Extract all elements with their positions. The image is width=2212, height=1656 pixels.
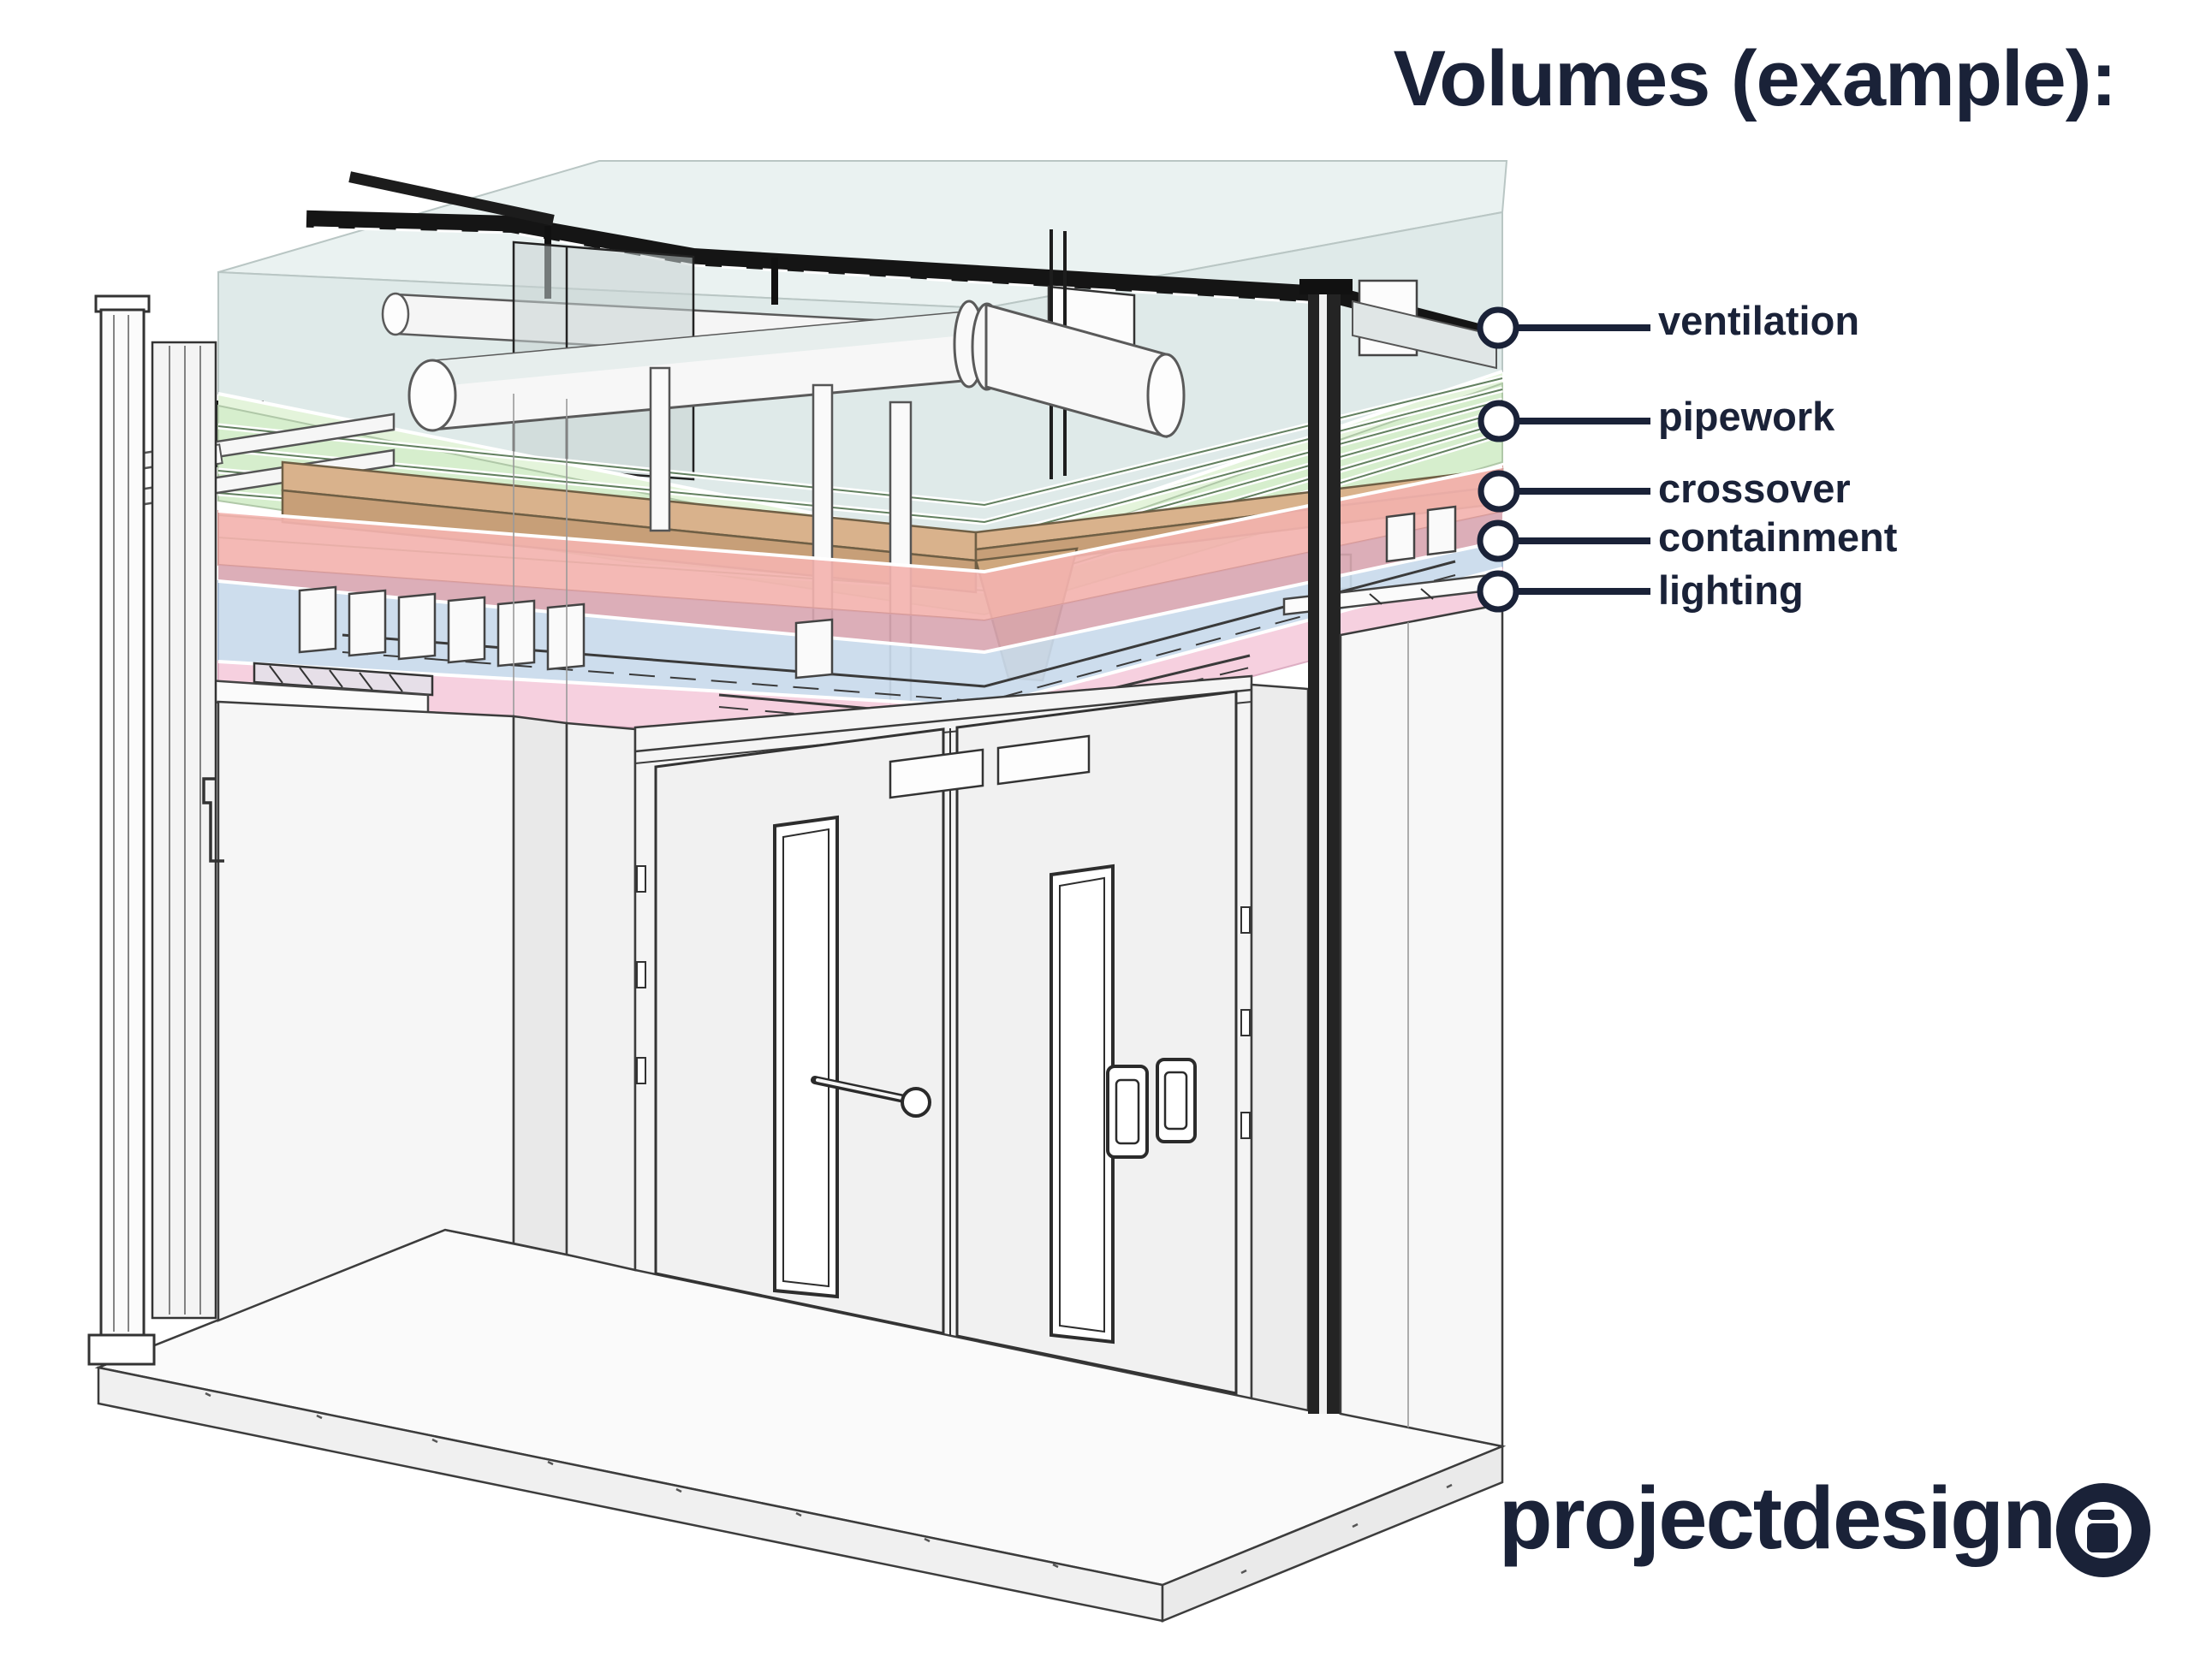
callout-markers xyxy=(1477,306,1650,613)
door-hinges xyxy=(636,865,1251,1139)
throughwall-lines xyxy=(513,394,568,723)
cable-trays xyxy=(298,505,1457,703)
door-sign-left xyxy=(889,748,984,799)
callout-circle-containment xyxy=(1477,519,1519,562)
callout-circle-crossover xyxy=(1478,470,1520,513)
door-sign-right xyxy=(996,734,1091,786)
right-door-jamb-wall xyxy=(1250,683,1310,1412)
left-wall-posts xyxy=(87,294,224,1366)
label-containment: containment xyxy=(1658,514,1898,560)
double-door-assembly xyxy=(633,674,1253,1400)
door-handle xyxy=(811,1076,931,1118)
door-push-plates xyxy=(1106,1058,1197,1159)
container-icon xyxy=(2056,1483,2150,1577)
right-wall-panel xyxy=(1339,602,1504,1448)
floor-slab xyxy=(94,1228,1507,1623)
label-ventilation: ventilation xyxy=(1658,298,1860,343)
logo-wordmark: projectdesign xyxy=(1498,1469,2056,1567)
post-latch-bracket xyxy=(202,777,224,863)
right-mullion xyxy=(1299,279,1353,1414)
door-jamb-pilaster xyxy=(565,721,637,1272)
label-crossover: crossover xyxy=(1658,466,1851,511)
callout-circle-ventilation xyxy=(1477,306,1519,349)
callout-circle-pipework xyxy=(1478,400,1520,442)
label-pipework: pipework xyxy=(1658,394,1835,439)
callout-circle-lighting xyxy=(1477,570,1519,613)
label-lighting: lighting xyxy=(1658,567,1804,613)
page-title: Volumes (example): xyxy=(1393,35,2117,122)
corner-pilaster xyxy=(512,715,568,1256)
left-wall-panel xyxy=(217,700,515,1322)
attenuator-cylinder xyxy=(953,300,1186,438)
ventilation-ducts xyxy=(381,229,1497,481)
